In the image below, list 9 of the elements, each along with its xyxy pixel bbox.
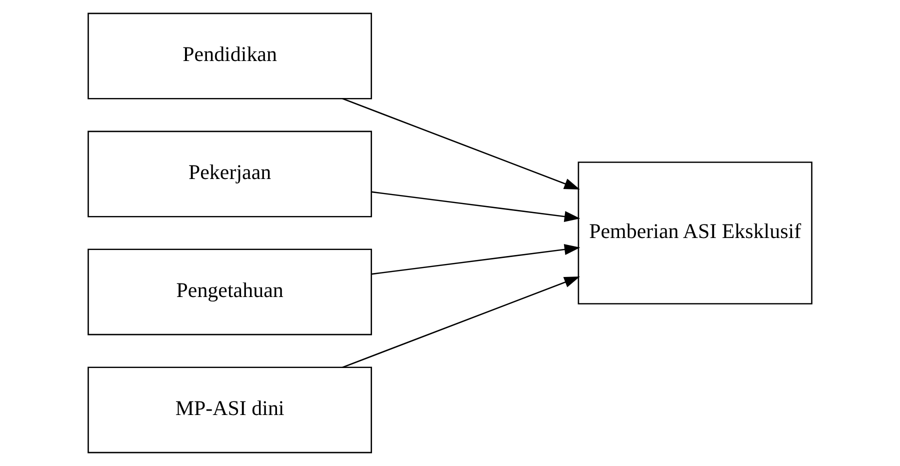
node-box: Pemberian ASI Eksklusif [578,162,812,304]
arrow [342,276,580,368]
node-box: Pengetahuan [88,248,372,336]
arrow [372,191,580,222]
arrow [372,244,580,275]
node-box: Pendidikan [88,12,372,100]
node-box: Pekerjaan [88,130,372,218]
node-box: MP-ASI dini [88,366,372,454]
arrow [342,98,580,190]
